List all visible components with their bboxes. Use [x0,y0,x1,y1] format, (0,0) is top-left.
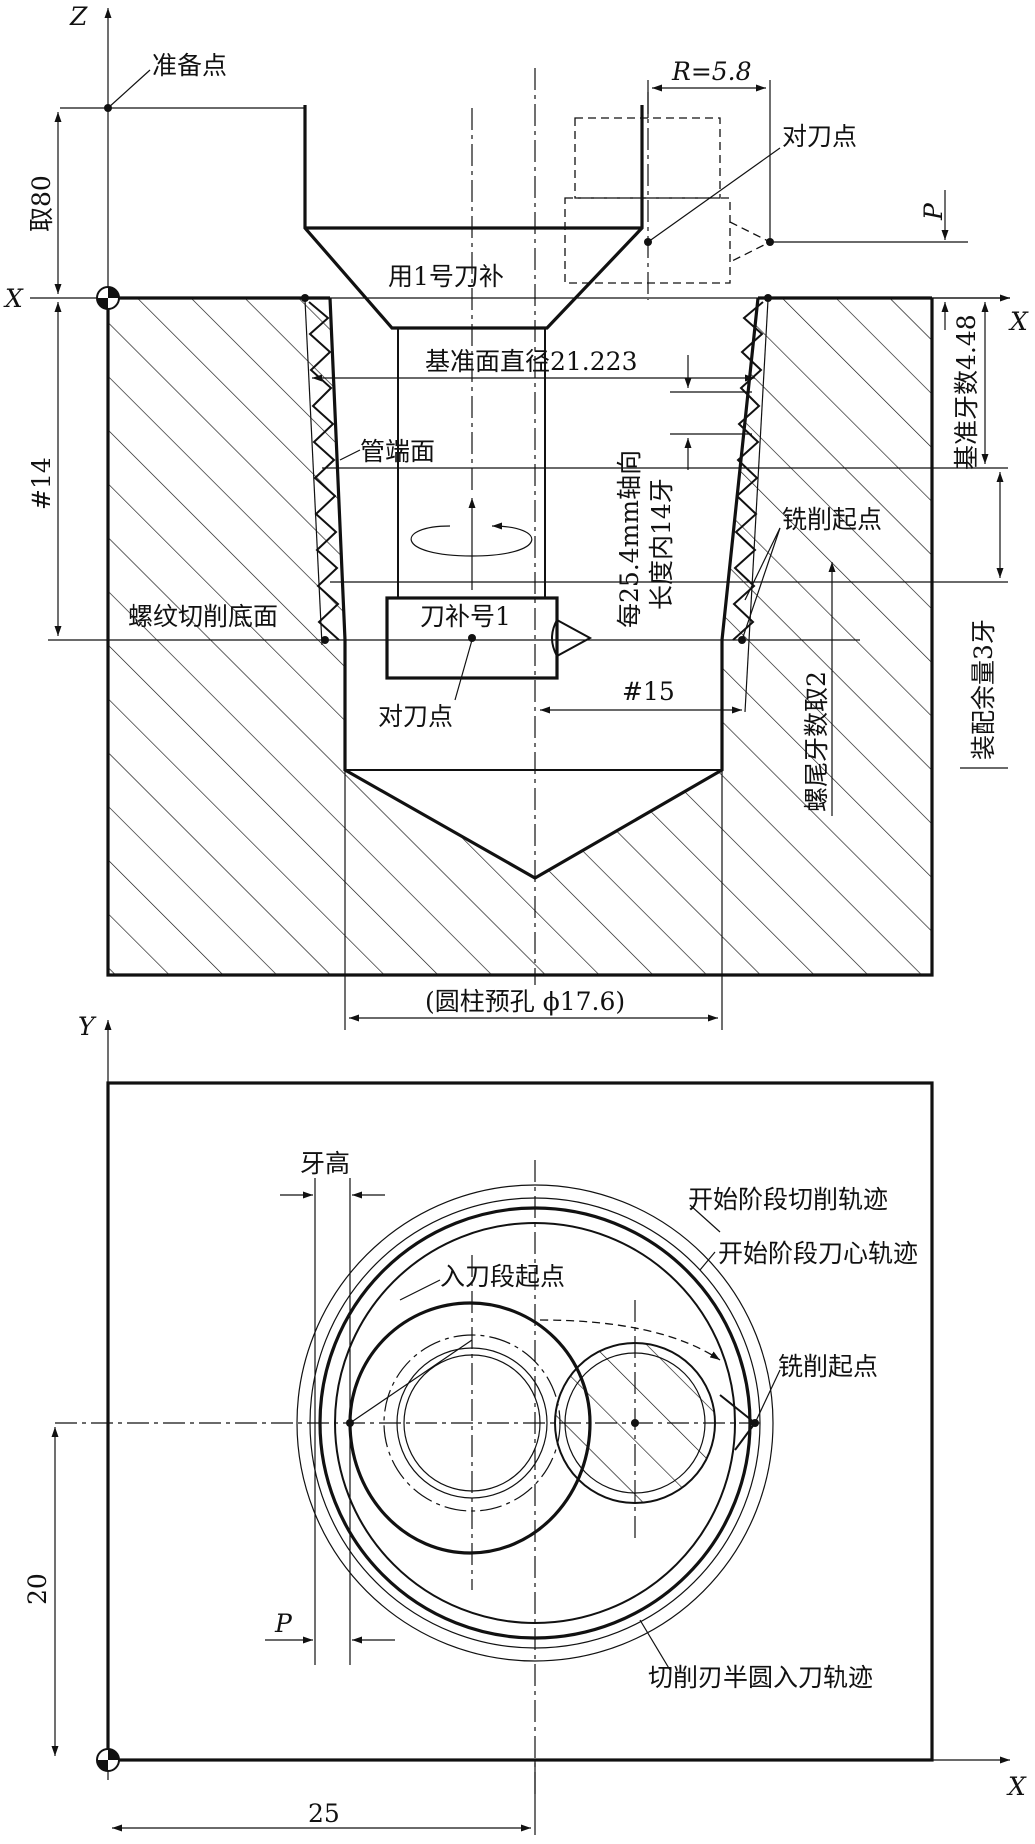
outer-circle-thin [296,1184,774,1662]
hash14-label: #14 [27,457,56,510]
tool-head [385,596,559,680]
inner-circle-3 [403,1354,541,1492]
entry-start-leader [399,1279,441,1301]
tool-set-point-top-label: 对刀点 [782,122,857,151]
entry-start-label: 入刀段起点 [440,1262,565,1291]
bottom-view [51,1020,1010,1835]
semicircle-leader [639,1619,671,1671]
top-view [30,8,1010,1030]
start-center-path-label: 开始阶段刀心轨迹 [718,1239,918,1268]
inner-circle-1 [383,1334,561,1512]
tail-threads-label: 螺尾牙数取2 [802,671,831,812]
thread-top-dot-right [764,294,772,302]
thread-teeth-right [732,301,764,641]
semicircle-entry-label: 切削刃半圆入刀轨迹 [648,1663,873,1692]
center-path-circle [334,1222,736,1624]
axis-x-right-label: X [1008,307,1029,336]
pipe-end-leader [339,449,361,461]
tool-tooth [551,619,593,658]
dim-20-label: 20 [23,1573,52,1605]
axis-z-label: Z [69,2,88,31]
cutter-center-dot [631,1419,639,1427]
entry-semicircle-lower [348,1422,592,1555]
origin-marker-top-fill [97,287,119,309]
prep-point-leader [107,69,151,109]
prep-point-label: 准备点 [152,51,227,80]
cutter-circle [554,1342,716,1504]
entry-semicircle [348,1301,592,1424]
entry-dashed-arc [539,1319,721,1361]
p-label-bottom: P [274,1609,293,1638]
mill-start-label: 铣削起点 [782,505,882,534]
use-tool1-label: 用1号刀补 [388,262,504,291]
ghost-tool-tooth [729,221,772,263]
small-circle [564,1352,706,1494]
pipe-end-label: 管端面 [360,437,435,466]
tool-set-bottom-leader [454,639,473,701]
thread-bottom-label: 螺纹切削底面 [128,602,278,631]
thread-teeth-left [308,301,340,641]
entry-ray [349,1339,473,1424]
thread-taper-left [304,299,323,646]
bore-label: (圆柱预孔 ϕ17.6) [425,987,625,1016]
axis-x-bottom-label: X [1006,1772,1027,1801]
mill-start-bottom-leader [754,1369,781,1424]
tool-holder [303,105,644,330]
tool-set-point-bottom-label: 对刀点 [378,702,453,731]
mill-start-leader-top [744,527,781,601]
origin-marker-bottom-fill [97,1749,119,1771]
inner-circle-2 [396,1347,548,1499]
mill-start-leader-2 [741,527,781,641]
dim-25-label: 25 [308,1799,340,1828]
tool-comp-label: 刀补号1 [420,602,511,631]
ref-diameter-label: 基准面直径21.223 [425,347,637,376]
take80-label: 取80 [27,175,56,232]
start-cut-path-label: 开始阶段切削轨迹 [688,1185,888,1214]
p-label-top: P [919,202,948,221]
cutting-path-circle [318,1206,752,1640]
assembly-allow-label: 装配余量3牙 [969,619,998,760]
workpiece-section-hatch [108,298,932,975]
start-cut-leader [689,1204,721,1233]
thread-top-dot-left [301,294,309,302]
axis-y-label: Y [78,1012,97,1041]
start-center-leader [699,1251,716,1271]
base-threads-label: 基准牙数4.48 [952,314,981,470]
thread-height-label: 牙高 [300,1149,350,1178]
tool-set-top-leader [647,147,781,243]
hash15-label: #15 [622,677,675,706]
thread-taper-right [744,299,769,713]
per-inch-line2: 长度内14牙 [647,478,676,610]
outer-circle-2 [309,1197,761,1649]
mill-start-bottom-label: 铣削起点 [778,1352,878,1381]
axis-x-left-label: X [3,284,24,313]
per-inch-line1: 每25.4mm轴向 [615,450,644,628]
r58-label: R=5.8 [671,57,752,86]
